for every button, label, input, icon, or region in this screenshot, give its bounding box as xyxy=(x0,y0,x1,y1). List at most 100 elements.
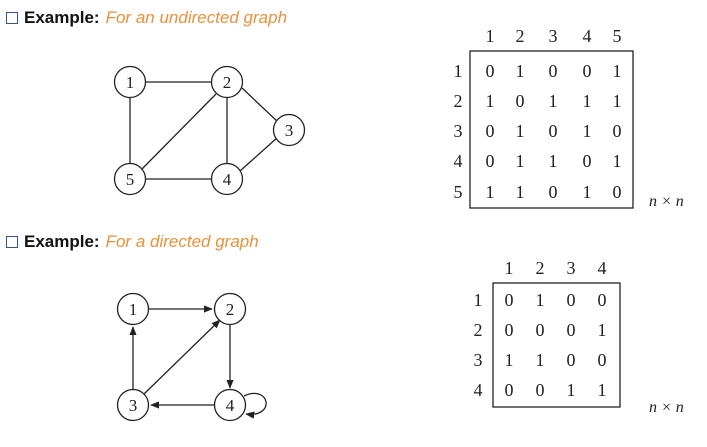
edge-3-4 xyxy=(239,136,279,172)
matrix-cell: 0 xyxy=(549,61,558,81)
matrix-cell: 1 xyxy=(598,380,607,400)
svg-text:3: 3 xyxy=(285,121,294,140)
matrix-border xyxy=(492,282,621,408)
matrix-cell: 0 xyxy=(505,380,514,400)
col-header: 5 xyxy=(613,26,622,46)
undirected-nodes: 1 2 3 4 5 xyxy=(113,65,306,196)
matrix-cell: 1 xyxy=(516,61,525,81)
matrix-cell: 1 xyxy=(583,91,592,111)
directed-graph xyxy=(129,305,267,419)
svg-text:5: 5 xyxy=(126,170,135,189)
example-description: For an undirected graph xyxy=(105,8,288,27)
edge-3-2 xyxy=(143,319,221,395)
matrix-cell: 1 xyxy=(583,121,592,141)
matrix-cell: 1 xyxy=(598,320,607,340)
matrix-cell: 1 xyxy=(613,61,622,81)
checkbox-bullet-icon xyxy=(6,12,18,24)
matrix-cell: 0 xyxy=(567,320,576,340)
matrix-cell: 1 xyxy=(549,151,558,171)
matrix-cell: 1 xyxy=(549,91,558,111)
matrix-cell: 0 xyxy=(486,151,495,171)
matrix-cells: 0 1 0 0 0 0 0 1 1 1 0 0 0 0 1 1 xyxy=(505,290,607,400)
graph-node: 4 xyxy=(210,162,244,196)
edge-4-4-self-loop xyxy=(243,392,267,419)
example-description: For a directed graph xyxy=(105,232,259,251)
matrix-cell: 0 xyxy=(516,91,525,111)
matrix-cell: 1 xyxy=(516,151,525,171)
svg-text:2: 2 xyxy=(223,73,232,92)
matrix-cell: 1 xyxy=(613,91,622,111)
matrix-col-headers: 1 2 3 4 5 xyxy=(486,26,622,46)
matrix-cell: 1 xyxy=(583,182,592,202)
row-header: 1 xyxy=(474,290,483,310)
svg-text:1: 1 xyxy=(126,73,135,92)
matrix-cell: 0 xyxy=(536,320,545,340)
matrix-cell: 0 xyxy=(613,121,622,141)
col-header: 3 xyxy=(567,258,576,278)
matrix-cell: 0 xyxy=(486,121,495,141)
matrix-cell: 0 xyxy=(549,121,558,141)
matrix-cell: 0 xyxy=(598,290,607,310)
matrix-cell: 0 xyxy=(613,182,622,202)
example-heading-directed: Example: For a directed graph xyxy=(6,232,259,252)
row-header: 5 xyxy=(454,182,463,202)
row-header: 4 xyxy=(474,380,483,400)
matrix-cell: 0 xyxy=(583,151,592,171)
graph-node: 3 xyxy=(272,113,306,147)
edge-2-3 xyxy=(241,87,279,123)
matrix-size-label: n × n xyxy=(649,193,684,210)
adjacency-matrix-directed: 1 2 3 4 1 2 3 4 0 1 0 0 0 0 0 1 xyxy=(474,258,684,416)
checkbox-bullet-icon xyxy=(6,236,18,248)
row-header: 2 xyxy=(454,91,463,111)
matrix-row-headers: 1 2 3 4 xyxy=(474,290,483,400)
matrix-cell: 0 xyxy=(505,290,514,310)
matrix-cell: 0 xyxy=(505,320,514,340)
matrix-cell: 1 xyxy=(536,350,545,370)
matrix-cell: 1 xyxy=(536,290,545,310)
matrix-row-headers: 1 2 3 4 5 xyxy=(454,61,463,202)
col-header: 4 xyxy=(598,258,607,278)
matrix-cell: 0 xyxy=(549,182,558,202)
matrix-cell: 1 xyxy=(486,91,495,111)
col-header: 1 xyxy=(486,26,495,46)
edge-2-5 xyxy=(140,93,217,171)
matrix-cell: 1 xyxy=(516,182,525,202)
matrix-cell: 0 xyxy=(536,380,545,400)
svg-text:4: 4 xyxy=(223,170,232,189)
matrix-cell: 1 xyxy=(505,350,514,370)
matrix-cell: 0 xyxy=(486,61,495,81)
matrix-cell: 0 xyxy=(567,290,576,310)
graph-node: 5 xyxy=(113,162,147,196)
matrix-cell: 1 xyxy=(516,121,525,141)
col-header: 4 xyxy=(583,26,592,46)
svg-text:3: 3 xyxy=(129,396,138,415)
row-header: 3 xyxy=(474,350,483,370)
svg-text:1: 1 xyxy=(129,300,138,319)
matrix-cell: 0 xyxy=(598,350,607,370)
graph-node: 1 xyxy=(116,292,150,326)
matrix-cells: 0 1 0 0 1 1 0 1 1 1 0 1 0 1 0 0 1 1 xyxy=(486,61,622,202)
example-label: Example: xyxy=(24,8,100,27)
svg-text:2: 2 xyxy=(226,300,235,319)
col-header: 2 xyxy=(516,26,525,46)
col-header: 2 xyxy=(536,258,545,278)
row-header: 1 xyxy=(454,61,463,81)
undirected-graph xyxy=(129,81,279,180)
graph-node: 2 xyxy=(213,292,247,326)
matrix-cell: 1 xyxy=(486,182,495,202)
svg-text:4: 4 xyxy=(226,396,235,415)
example-heading-undirected: Example: For an undirected graph xyxy=(6,8,287,28)
graph-node: 1 xyxy=(113,65,147,99)
col-header: 1 xyxy=(505,258,514,278)
col-header: 3 xyxy=(549,26,558,46)
matrix-size-label: n × n xyxy=(649,399,684,416)
matrix-cell: 0 xyxy=(567,350,576,370)
example-label: Example: xyxy=(24,232,100,251)
matrix-cell: 0 xyxy=(583,61,592,81)
graph-node: 4 xyxy=(213,388,247,422)
graph-node: 2 xyxy=(210,65,244,99)
graph-node: 3 xyxy=(116,388,150,422)
row-header: 2 xyxy=(474,320,483,340)
